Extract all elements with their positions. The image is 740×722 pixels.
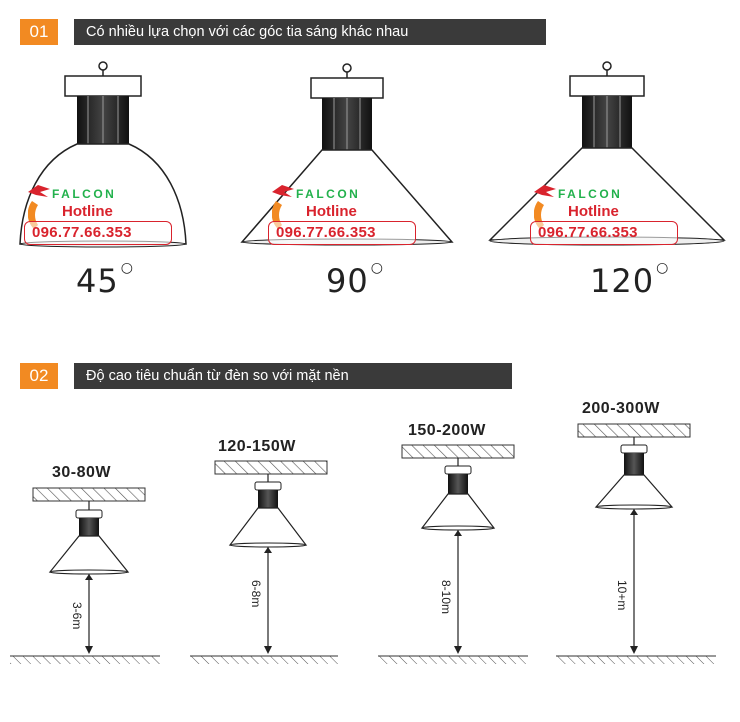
height-item-3 — [378, 444, 528, 664]
hotline-label: Hotline — [62, 203, 113, 220]
phone-number: 096.77.66.353 — [32, 224, 132, 241]
phone-number: 096.77.66.353 — [276, 224, 376, 241]
phone-box — [530, 221, 678, 245]
phone-box — [24, 221, 172, 245]
height-item-2 — [190, 460, 338, 664]
wattage-label-1: 30-80W — [52, 464, 112, 481]
height-label-3: 8-10m — [439, 580, 453, 615]
angle-label-90: 90○ — [326, 260, 384, 300]
beam-angle-lamps — [19, 61, 726, 248]
watermark-1: FALCON Hotline 096.77.66.353 — [24, 185, 184, 249]
height-item-1 — [10, 487, 160, 664]
phone-number: 096.77.66.353 — [538, 224, 638, 241]
hotline-label: Hotline — [568, 203, 619, 220]
degree-symbol: ○ — [656, 260, 670, 277]
height-item-4 — [556, 423, 716, 664]
wattage-label-3: 150-200W — [408, 422, 486, 439]
section-2-title: Độ cao tiêu chuẩn từ đèn so với mặt nền — [74, 363, 512, 389]
falcon-logo-icon — [28, 185, 50, 197]
watermark-3: FALCON Hotline 096.77.66.353 — [530, 185, 690, 249]
falcon-logo-icon — [272, 185, 294, 197]
height-label-1: 3-6m — [70, 602, 84, 630]
degree-symbol: ○ — [370, 260, 384, 277]
height-label-4: 10+m — [615, 580, 629, 611]
wattage-label-2: 120-150W — [218, 438, 296, 455]
phone-box — [268, 221, 416, 245]
wattage-label-4: 200-300W — [582, 400, 660, 417]
hotline-label: Hotline — [306, 203, 357, 220]
brand-name: FALCON — [296, 187, 361, 201]
lamp-45-degree — [19, 61, 187, 248]
section-1-title: Có nhiều lựa chọn với các góc tia sáng k… — [74, 19, 546, 45]
up-arrow-icon — [85, 574, 93, 580]
brand-name: FALCON — [558, 187, 623, 201]
down-arrow-icon — [85, 646, 93, 654]
angle-label-120: 120○ — [590, 260, 670, 300]
falcon-logo-icon — [534, 185, 556, 197]
brand-name: FALCON — [52, 187, 117, 201]
watermark-2: FALCON Hotline 096.77.66.353 — [268, 185, 428, 249]
section-1-number: 01 — [20, 19, 58, 45]
height-label-2: 6-8m — [249, 580, 263, 608]
angle-label-45: 45○ — [76, 260, 134, 300]
section-2-number: 02 — [20, 363, 58, 389]
degree-symbol: ○ — [120, 260, 134, 277]
